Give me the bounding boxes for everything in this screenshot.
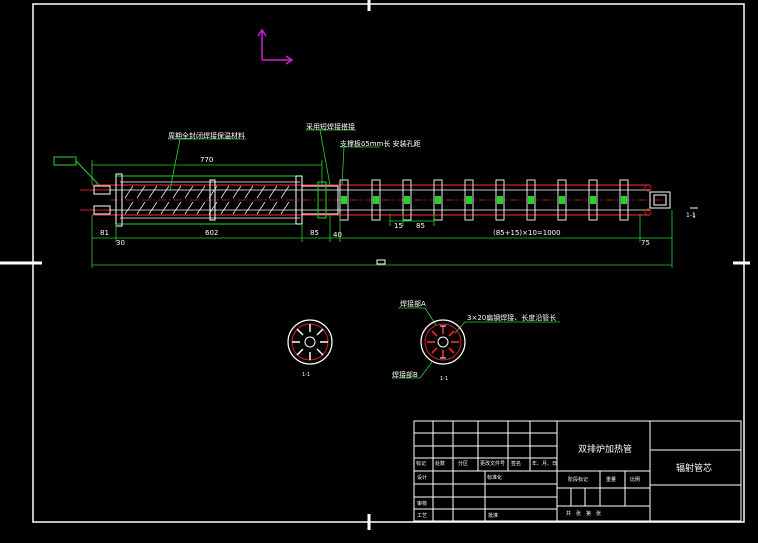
side-label: 1-1 (686, 212, 696, 219)
section-note-1: 焊接部A (400, 300, 426, 308)
dim-81: 81 (100, 229, 109, 237)
section-caption-right: 1-1 (440, 376, 449, 382)
dim-15: 15 (394, 222, 403, 230)
dim-602: 602 (205, 229, 219, 237)
dim-40: 40 (333, 231, 342, 239)
drawing-name: 双排炉加热管 (578, 445, 633, 455)
dim-sum: (85+15)×10=1000 (493, 229, 561, 237)
section-note-2: 3×20扁钢焊接、长度沿管长 (467, 314, 557, 322)
drawing-right-title: 辐射管芯 (676, 464, 713, 474)
cross-section-right (420, 319, 466, 365)
section-caption-left: 1-1 (302, 372, 311, 378)
title-block (413, 420, 742, 522)
ucs-axis-icon (257, 28, 294, 65)
heater-tube-assembly (80, 173, 671, 227)
section-note-3: 焊接部B (392, 371, 418, 379)
dim-75: 75 (641, 239, 650, 247)
dim-85-a: 85 (310, 229, 319, 237)
dim-30: 30 (116, 239, 125, 247)
note-mid-2: 支撑板δ5mm长 安装孔距 (340, 140, 421, 148)
dim-770: 770 (200, 156, 214, 164)
cross-section-left (287, 319, 333, 365)
dimension-lines (91, 160, 673, 268)
note-mid-1: 采用短焊接搭接 (306, 123, 355, 131)
note-left: 周期全封闭焊接保温材料 (168, 132, 245, 140)
dim-85-b: 85 (416, 222, 425, 230)
